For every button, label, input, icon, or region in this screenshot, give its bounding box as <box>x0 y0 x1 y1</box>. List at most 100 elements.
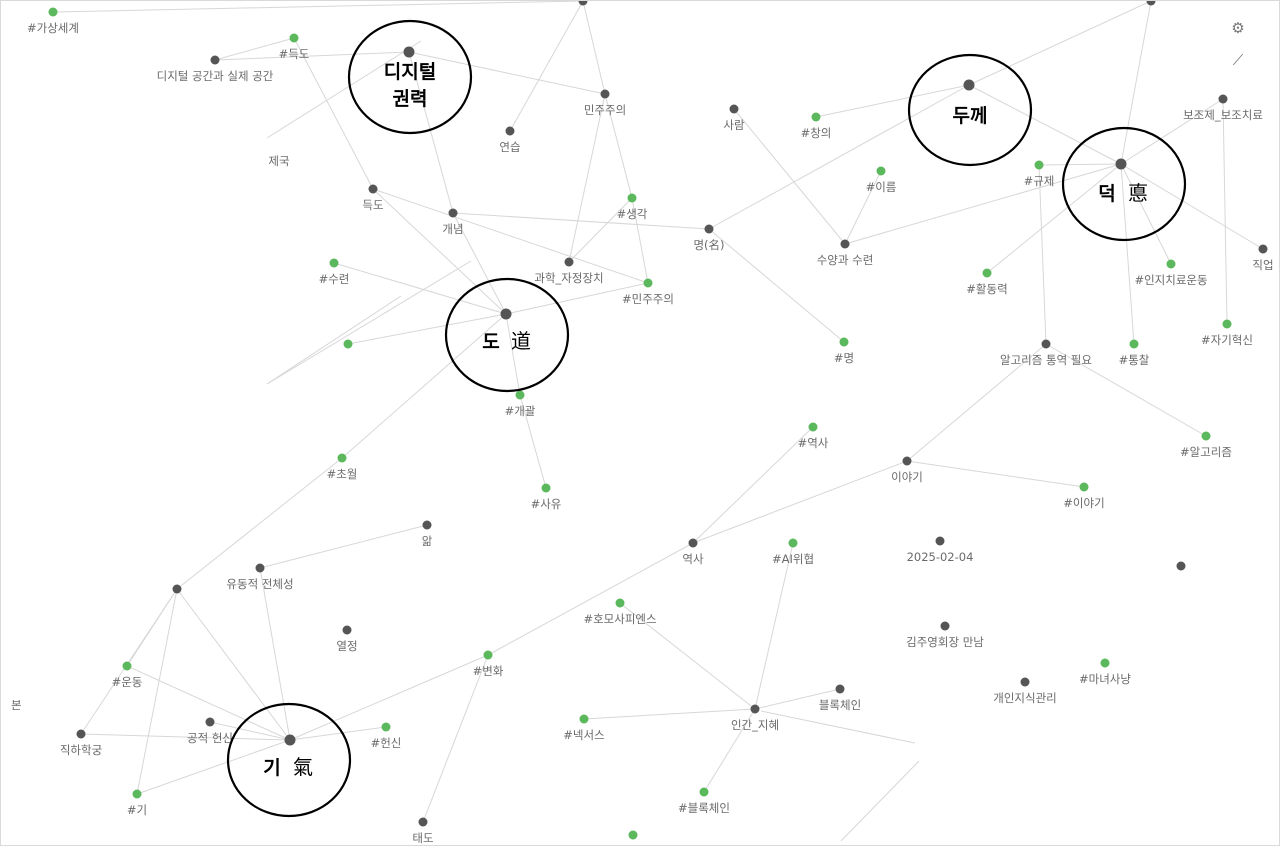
node-label-tag-gi: #기 <box>127 803 147 817</box>
note-node-suyang[interactable] <box>840 239 850 249</box>
note-node-yeoljeong[interactable] <box>342 625 352 635</box>
graph-edge <box>505 282 649 315</box>
magic-wand-icon[interactable]: ⟋ <box>1229 51 1247 69</box>
tag-node-tag-undong[interactable] <box>122 661 132 671</box>
tag-node-tag-bottom[interactable] <box>628 830 638 840</box>
graph-edge <box>509 1 584 132</box>
note-node-ap[interactable] <box>422 520 432 530</box>
note-node-minju[interactable] <box>600 89 610 99</box>
note-node-myeong[interactable] <box>704 224 714 234</box>
tag-node-tag-choweol[interactable] <box>337 453 347 463</box>
node-label-tag-blockchain: #블록체인 <box>678 801 730 815</box>
graph-edge <box>136 588 178 795</box>
note-node-gongjeok[interactable] <box>205 717 215 727</box>
graph-edge <box>906 460 1085 488</box>
note-node-do[interactable] <box>500 308 512 320</box>
graph-edge <box>568 93 606 263</box>
tag-node-tag-iyagi[interactable] <box>1079 482 1089 492</box>
tag-node-tag-yeoksa[interactable] <box>808 422 818 432</box>
note-node-yeonseub[interactable] <box>505 126 515 136</box>
tag-node-tag-heonsin[interactable] <box>381 722 391 732</box>
tag-node-tag-jagi[interactable] <box>1222 319 1232 329</box>
graph-edge <box>266 40 422 139</box>
tag-node-tag-saenggak[interactable] <box>627 193 637 203</box>
note-node-digital-space[interactable] <box>210 55 220 65</box>
note-node-taedo[interactable] <box>418 817 428 827</box>
note-node-hub-left[interactable] <box>172 584 182 594</box>
annotation-gi-ko: 기 <box>263 757 280 779</box>
tag-node-tag-blockchain[interactable] <box>699 787 709 797</box>
graph-edge <box>519 394 547 489</box>
tag-node-tag-nexus[interactable] <box>579 714 589 724</box>
graph-edge <box>372 188 507 315</box>
graph-edge <box>176 457 343 590</box>
note-node-gwahak[interactable] <box>564 257 574 267</box>
tag-node-tag-sayu[interactable] <box>541 483 551 493</box>
node-label-ingan: 인간_지혜 <box>731 718 779 732</box>
tag-node-tag-ireum[interactable] <box>876 166 886 176</box>
graph-nodes[interactable] <box>48 1 1268 840</box>
note-node-gaein[interactable] <box>1020 677 1030 687</box>
graph-edge <box>1045 343 1207 437</box>
note-node-gaenyeom[interactable] <box>448 208 458 218</box>
node-label-tag-yeoksa: #역사 <box>798 436 829 450</box>
tag-node-tag-gaegwal[interactable] <box>515 390 525 400</box>
note-node-date[interactable] <box>935 536 945 546</box>
annotation-circle-deok <box>1061 126 1187 242</box>
graph-edge <box>568 197 633 263</box>
note-node-dukke[interactable] <box>963 79 975 91</box>
tag-node-tag-chang[interactable] <box>811 112 821 122</box>
tag-node-tag-gi[interactable] <box>132 789 142 799</box>
note-node-digital-power[interactable] <box>403 46 415 58</box>
note-node-gi[interactable] <box>284 734 296 746</box>
annotation-digital-line2: 권력 <box>393 88 428 110</box>
tag-node-tag-ai[interactable] <box>788 538 798 548</box>
note-node-yeoksa[interactable] <box>688 538 698 548</box>
tag-node-tag-byeonhwa[interactable] <box>483 650 493 660</box>
note-node-ingan[interactable] <box>750 704 760 714</box>
note-node-blockchain[interactable] <box>835 684 845 694</box>
note-node-right-dot[interactable] <box>1176 561 1186 571</box>
graph-edge <box>136 739 291 795</box>
tag-node-tag-unnamed[interactable] <box>343 339 353 349</box>
graph-edge <box>259 524 428 569</box>
node-label-myeong: 명(名) <box>693 238 724 252</box>
node-label-blockchain: 블록체인 <box>819 698 861 712</box>
tag-node-tag-inji[interactable] <box>1166 259 1176 269</box>
note-node-algorithm-need[interactable] <box>1041 339 1051 349</box>
tag-node-tag-deukdo[interactable] <box>289 33 299 43</box>
graph-edge <box>1120 1 1152 165</box>
tag-node-tag-gyuje[interactable] <box>1034 160 1044 170</box>
graph-edge <box>708 84 970 230</box>
tag-node-tag-suryeon[interactable] <box>329 258 339 268</box>
tag-node-tag-tongchal[interactable] <box>1129 339 1139 349</box>
tag-node-tag-homo[interactable] <box>615 598 625 608</box>
tag-node-tag-algorithm[interactable] <box>1201 431 1211 441</box>
gear-icon[interactable]: ⚙ <box>1229 19 1247 37</box>
tag-node-tag-minju[interactable] <box>643 278 653 288</box>
tag-node-gasang[interactable] <box>48 7 58 17</box>
note-node-deukdo[interactable] <box>368 184 378 194</box>
note-node-jik-top[interactable] <box>1258 244 1268 254</box>
note-node-yudongjeok[interactable] <box>255 563 265 573</box>
note-node-saram[interactable] <box>729 104 739 114</box>
node-label-taedo: 태도 <box>412 831 433 845</box>
graph-edge <box>289 654 489 741</box>
annotation-circle-gi <box>226 702 352 818</box>
node-label-jeguk[interactable]: 제국 <box>268 154 289 168</box>
tag-node-tag-myeong[interactable] <box>839 337 849 347</box>
note-node-jikha[interactable] <box>76 729 86 739</box>
note-node-top-right[interactable] <box>1146 1 1156 6</box>
tag-node-tag-manyeo[interactable] <box>1100 658 1110 668</box>
note-node-gimju[interactable] <box>940 621 950 631</box>
graph-edge <box>815 84 970 118</box>
note-node-top-mid[interactable] <box>578 1 588 6</box>
note-node-deok[interactable] <box>1115 158 1127 170</box>
note-node-bojoje[interactable] <box>1218 94 1228 104</box>
note-node-iyagi[interactable] <box>902 456 912 466</box>
tag-node-tag-hwaldong[interactable] <box>982 268 992 278</box>
node-label-ap: 앎 <box>422 534 433 548</box>
graph-edge <box>347 313 507 345</box>
